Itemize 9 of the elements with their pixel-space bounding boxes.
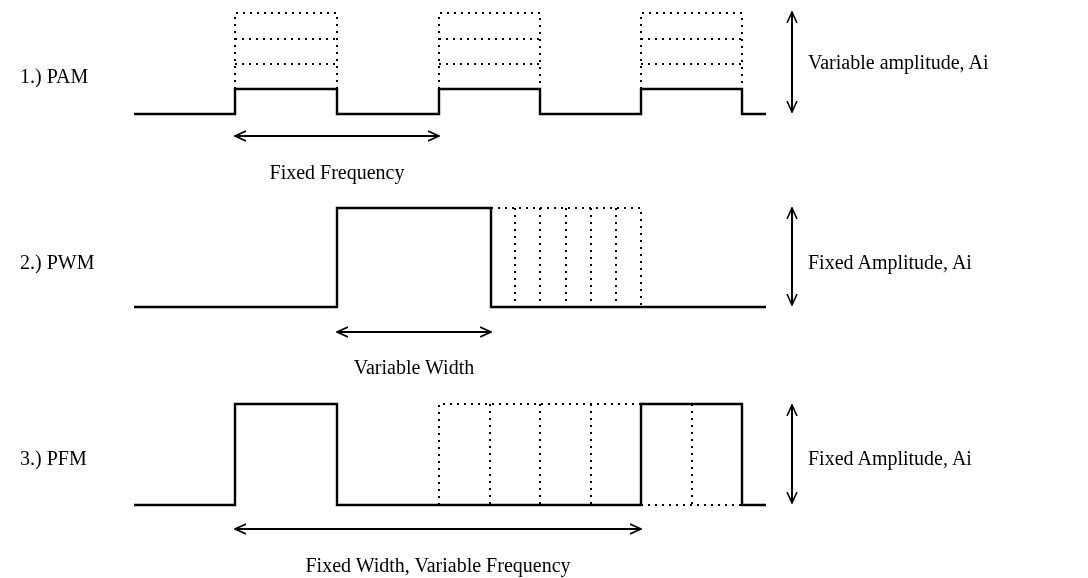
dimension-label: Fixed Frequency: [269, 162, 405, 182]
dimension-label: Fixed Width, Variable Frequency: [305, 555, 571, 575]
signal-name: 2.) PWM: [20, 252, 95, 272]
amplitude-note: Fixed Amplitude, Ai: [808, 448, 972, 468]
amplitude-note: Variable amplitude, Ai: [808, 52, 989, 72]
signal-name: 3.) PFM: [20, 448, 87, 468]
dimension-label: Variable Width: [353, 357, 475, 377]
signal-name: 1.) PAM: [20, 66, 89, 86]
amplitude-note: Fixed Amplitude, Ai: [808, 252, 972, 272]
